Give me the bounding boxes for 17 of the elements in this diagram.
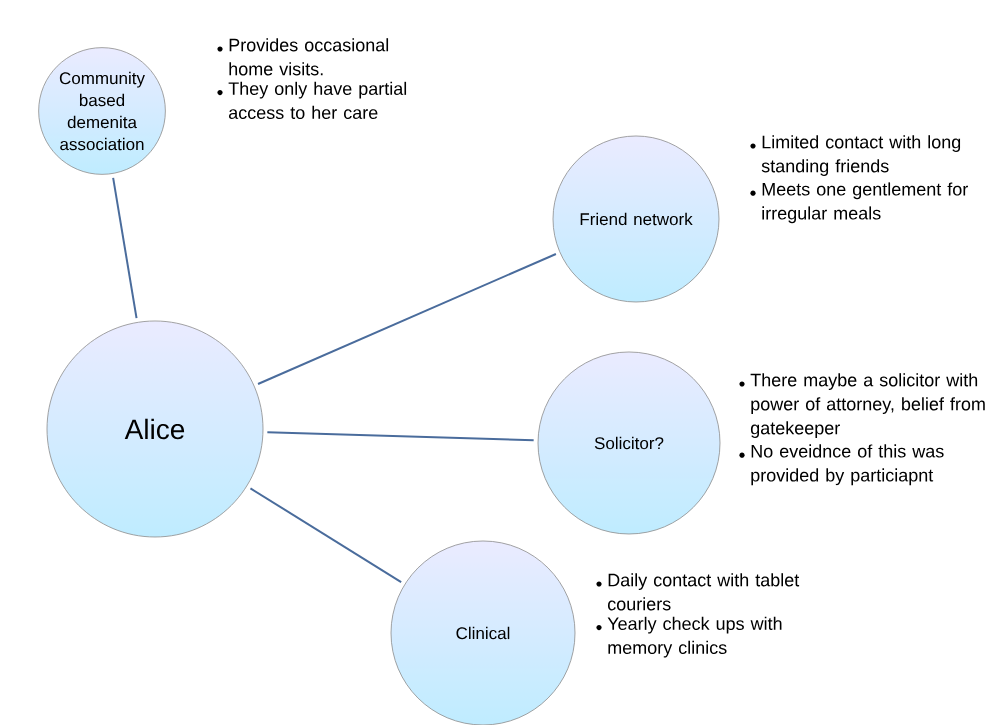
circle-node: Friend network xyxy=(552,135,720,303)
circle-node: Solicitor? xyxy=(537,351,721,535)
connector-line xyxy=(112,176,138,320)
circle-node: Community based demenita association xyxy=(38,47,166,175)
bullet-text: There maybe a solicitor with power of attorney, belief from gatekeeper xyxy=(750,373,985,438)
bullet-text: No eveidnce of this was provided by particiapnt xyxy=(751,444,944,486)
bullet-text: Limited contact with long standing friends xyxy=(761,135,961,176)
bullet-text: Yearly check ups with memory clinics xyxy=(607,616,782,658)
circle-node: Clinical xyxy=(390,540,576,725)
bullet-text: Daily contact with tablet couriers xyxy=(607,573,800,611)
circle-node: Alice xyxy=(46,320,264,538)
connector-line xyxy=(249,487,403,584)
bullet-text: Provides occasional home visits. xyxy=(229,38,389,76)
bullet-text: Meets one gentlement for irregular meals xyxy=(762,182,968,224)
bullet-text: They only have partial access to her care xyxy=(228,81,407,120)
connector-line xyxy=(266,431,535,442)
connector-line xyxy=(257,252,557,385)
